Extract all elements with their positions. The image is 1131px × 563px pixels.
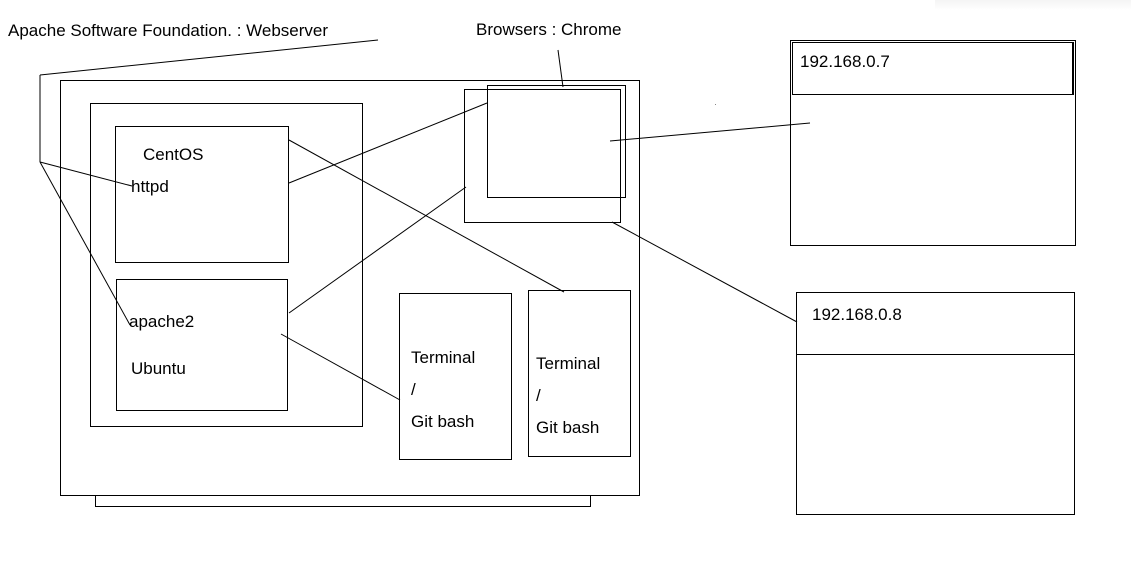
terminal-left-line2: / xyxy=(411,380,416,399)
terminal-right-line1: Terminal xyxy=(536,354,601,373)
ip-2-address: 192.168.0.8 xyxy=(812,305,902,324)
terminal-left-box xyxy=(399,293,512,460)
apache-label-leader xyxy=(39,39,379,76)
centos-to-terminal-line xyxy=(288,139,565,293)
stray-dot xyxy=(715,104,716,105)
centos-server-box xyxy=(115,126,289,263)
apache-pointer-to-apache2 xyxy=(39,161,131,326)
terminal-right-box xyxy=(528,290,631,457)
httpd-to-browser-line xyxy=(288,102,488,184)
apache2-to-terminal-line xyxy=(280,333,401,401)
ip-1-window xyxy=(790,40,1076,246)
terminal-left-line1: Terminal xyxy=(411,348,476,367)
terminal-right-line2: / xyxy=(536,386,541,405)
ubuntu-label: Ubuntu xyxy=(131,359,186,378)
ubuntu-server-box xyxy=(116,279,288,411)
centos-label: CentOS xyxy=(143,145,204,164)
apache-pointer-to-httpd xyxy=(39,161,133,187)
browser-window-back xyxy=(464,89,621,223)
terminal-right-line3: Git bash xyxy=(536,418,600,437)
ip-1-address: 192.168.0.7 xyxy=(800,52,890,71)
laptop-base xyxy=(95,495,591,507)
browser-window-front xyxy=(487,85,626,198)
ip-2-header xyxy=(796,292,1075,355)
apache-foundation-label: Apache Software Foundation. : Webserver xyxy=(8,21,329,40)
apache2-to-browser-line xyxy=(288,186,467,314)
browsers-label: Browsers : Chrome xyxy=(476,20,622,39)
apache2-label: apache2 xyxy=(129,312,195,331)
ip-1-header xyxy=(792,42,1074,95)
top-right-shade xyxy=(935,0,1131,10)
terminal-left-line3: Git bash xyxy=(411,412,475,431)
server-group xyxy=(90,103,363,427)
browser-to-ip2-line xyxy=(611,221,798,323)
browser-to-ip1-line xyxy=(609,122,811,142)
httpd-label: httpd xyxy=(131,177,169,196)
